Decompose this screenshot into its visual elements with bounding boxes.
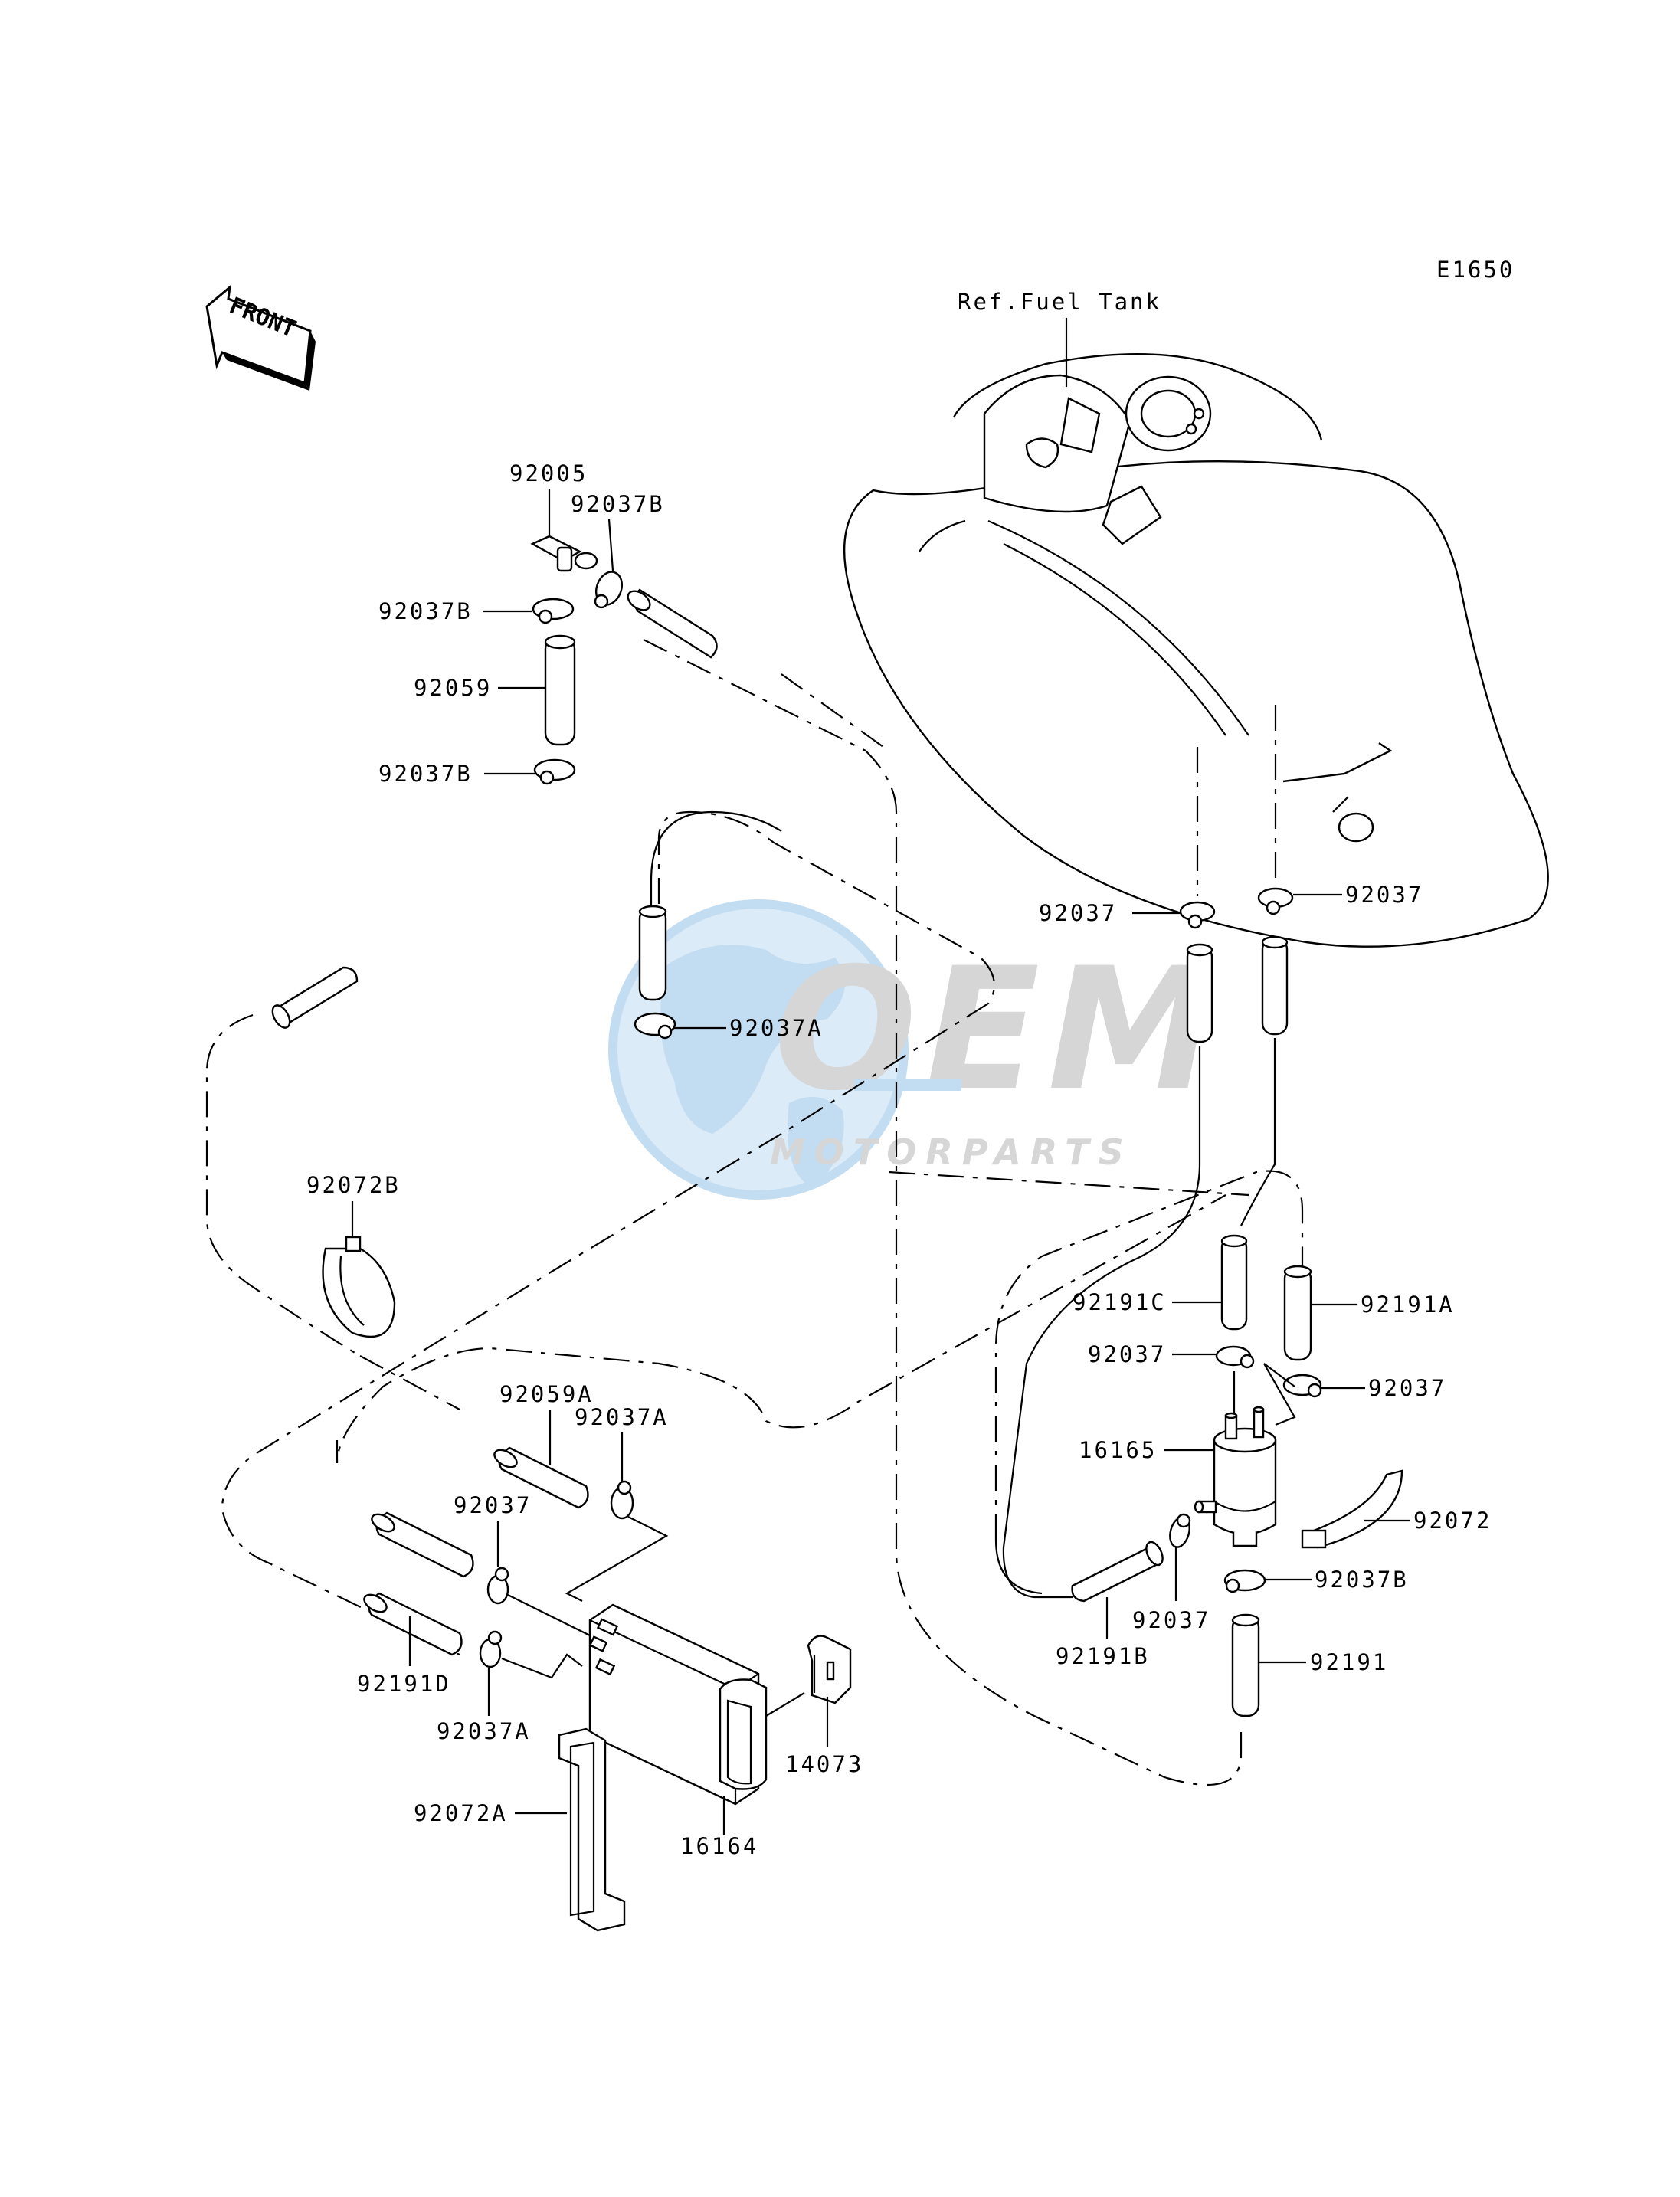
label-92037-canister: 92037 <box>454 1492 532 1518</box>
label-92072A: 92072A <box>414 1800 508 1826</box>
fuel-filter-16165 <box>1194 1406 1277 1547</box>
clamp-92037B-left1 <box>532 598 575 624</box>
hose-middle-vertical <box>638 905 667 1001</box>
watermark-brand: OEM <box>774 932 1223 1128</box>
hose-92059 <box>544 634 576 746</box>
label-92072: 92072 <box>1413 1508 1492 1534</box>
label-92037A-canister-bottom: 92037A <box>437 1718 531 1744</box>
label-92037B-top: 92037B <box>571 491 665 517</box>
hose-92191A <box>1283 1265 1312 1361</box>
label-92059: 92059 <box>414 675 492 701</box>
label-16165: 16165 <box>1079 1437 1157 1463</box>
fuel-tank <box>843 352 1549 948</box>
label-92037B-left2: 92037B <box>378 761 473 787</box>
label-92037-tank-right: 92037 <box>1345 882 1423 908</box>
label-92191: 92191 <box>1310 1649 1388 1675</box>
hose-left-upper <box>271 966 359 1029</box>
label-92037-filter-left: 92037 <box>1088 1341 1166 1367</box>
label-92191A: 92191A <box>1361 1292 1455 1318</box>
label-92037-tank-left: 92037 <box>1039 900 1117 926</box>
diagram-code: E1650 <box>1436 257 1515 283</box>
watermark-sub: MOTORPARTS <box>770 1131 1133 1173</box>
clamp-92037-filter-left <box>1215 1345 1255 1369</box>
clamp-92037A-mid <box>634 1012 676 1040</box>
hose-92191C <box>1220 1234 1248 1331</box>
label-92059A: 92059A <box>499 1381 594 1407</box>
label-92037B-filter: 92037B <box>1315 1567 1409 1593</box>
tee-fitting-92005 <box>530 535 598 572</box>
strap-92072A <box>558 1727 626 1932</box>
clamp-92037-filter-right <box>1282 1374 1322 1398</box>
clamp-92037A-canister-top <box>610 1480 634 1520</box>
label-92037A-mid: 92037A <box>729 1015 824 1041</box>
strap-92072 <box>1301 1469 1403 1549</box>
label-92037A-canister-top: 92037A <box>575 1404 669 1430</box>
label-92191D: 92191D <box>357 1671 451 1697</box>
label-92037-filter-bottom: 92037 <box>1132 1607 1210 1633</box>
front-arrow-icon: FRONT <box>205 284 316 391</box>
label-92037-filter-right: 92037 <box>1368 1375 1446 1401</box>
clamp-92037B-left2 <box>533 758 576 785</box>
clamp-92037B-top <box>594 571 624 609</box>
canister-16164 <box>588 1603 768 1806</box>
hose-under-tank-right <box>1261 935 1289 1036</box>
hose-top-diagonal <box>627 588 718 659</box>
label-14073: 14073 <box>785 1751 863 1777</box>
clamp-92037A-canister-bottom <box>479 1630 503 1668</box>
hose-under-tank-left <box>1186 943 1213 1043</box>
label-ref-fuel-tank: Ref.Fuel Tank <box>958 289 1161 315</box>
hose-canister-upper <box>371 1511 474 1578</box>
label-92191B: 92191B <box>1056 1643 1150 1669</box>
label-92037B-left1: 92037B <box>378 598 473 624</box>
label-92191C: 92191C <box>1073 1289 1167 1315</box>
hose-92191D <box>363 1592 463 1656</box>
bracket-14073 <box>807 1635 852 1704</box>
band-92072B <box>322 1236 396 1338</box>
clamp-92037-canister <box>486 1567 509 1605</box>
clamp-92037-tank-right <box>1257 887 1294 915</box>
clamp-92037-filter-bottom <box>1169 1513 1191 1548</box>
label-92072B: 92072B <box>306 1172 401 1198</box>
oem-watermark: OEM MOTORPARTS <box>608 899 1223 1200</box>
hose-92191 <box>1231 1613 1260 1717</box>
clamp-92037B-filter <box>1223 1569 1266 1593</box>
hose-92059A <box>493 1446 589 1509</box>
hose-92191B <box>1071 1541 1164 1603</box>
label-16164: 16164 <box>680 1833 758 1859</box>
clamp-92037-tank-left <box>1179 901 1216 929</box>
label-92005: 92005 <box>509 460 588 486</box>
